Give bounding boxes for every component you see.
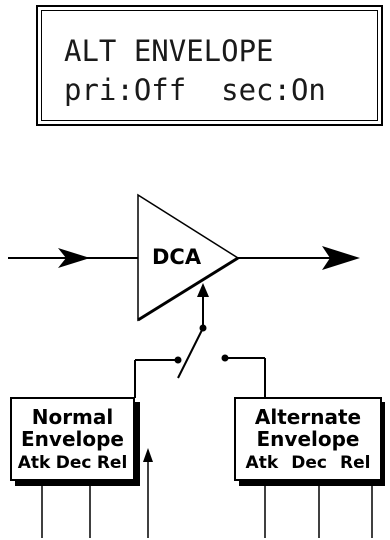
normal-dec-label: Dec	[55, 453, 92, 473]
normal-envelope-box: Normal Envelope Atk Dec Rel	[10, 397, 135, 481]
lcd-line-2: pri:Off sec:On	[64, 73, 326, 107]
alternate-dec-label: Dec	[291, 453, 327, 473]
lcd-line-1: ALT ENVELOPE	[64, 34, 274, 68]
input-arrow-icon	[58, 248, 90, 268]
alternate-envelope-params: Atk Dec Rel	[236, 453, 380, 473]
lcd-display-inner-border	[41, 10, 378, 121]
alternate-envelope-box: Alternate Envelope Atk Dec Rel	[234, 397, 382, 481]
lcd-display: ALT ENVELOPE pri:Off sec:On	[36, 5, 383, 126]
alternate-rel-label: Rel	[340, 453, 371, 473]
rel-arrow-icon	[143, 448, 153, 462]
output-arrow-icon	[322, 246, 360, 270]
normal-atk-label: Atk	[17, 453, 51, 473]
alternate-envelope-title-1: Alternate	[254, 405, 362, 429]
normal-envelope-title-2: Envelope	[21, 427, 124, 451]
normal-envelope-params: Atk Dec Rel	[12, 453, 133, 473]
switch-blade	[177, 327, 204, 379]
normal-rel-label: Rel	[96, 453, 128, 473]
dca-label: DCA	[152, 245, 202, 269]
alternate-atk-label: Atk	[245, 453, 279, 473]
dca-triangle-bottom-edge	[137, 256, 239, 322]
normal-envelope-title-1: Normal	[31, 405, 114, 429]
alternate-envelope-title-2: Envelope	[256, 427, 360, 451]
control-arrow-icon	[197, 283, 209, 297]
